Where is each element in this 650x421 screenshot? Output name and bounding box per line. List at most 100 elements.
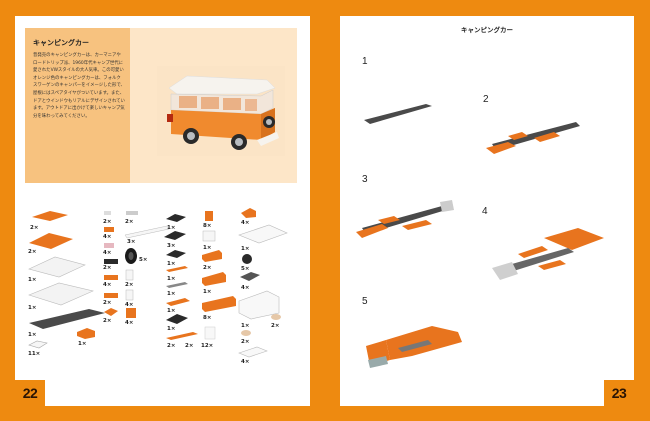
white-grille-icon bbox=[202, 230, 216, 242]
part-qty: 5× bbox=[139, 257, 148, 263]
model-title: キャンピングカー bbox=[33, 39, 89, 47]
white-plate-icon bbox=[28, 256, 86, 278]
dark-wheel-holder-icon bbox=[164, 231, 186, 240]
white-windscreen-icon bbox=[238, 290, 280, 320]
hero-panel: キャンピングカー 昔発売のキャンピングカーは、カーマニアやロードトリップ派、19… bbox=[25, 28, 297, 183]
orange-plate-icon bbox=[104, 293, 118, 298]
part-qty: 1× bbox=[167, 308, 176, 314]
part-qty: 4× bbox=[125, 302, 134, 308]
dark-plate-icon bbox=[166, 214, 186, 222]
part-qty: 1× bbox=[167, 291, 176, 297]
part-qty: 1× bbox=[167, 261, 176, 267]
part-qty: 2× bbox=[185, 343, 194, 349]
orange-brick-icon bbox=[202, 272, 226, 286]
step-5-image bbox=[366, 326, 462, 368]
part-qty: 1× bbox=[28, 277, 37, 283]
step-3-image bbox=[356, 200, 454, 238]
white-tile-icon bbox=[238, 346, 268, 358]
step-number: 4 bbox=[482, 206, 488, 217]
part-qty: 12× bbox=[201, 343, 214, 349]
part-qty: 1× bbox=[241, 246, 250, 252]
orange-plate-icon bbox=[104, 227, 114, 232]
tan-tile-icon bbox=[241, 330, 251, 336]
step-number: 1 bbox=[362, 56, 368, 67]
part-qty: 2× bbox=[103, 318, 112, 324]
orange-wedge-icon bbox=[104, 308, 118, 316]
orange-plate-icon bbox=[29, 233, 73, 249]
orange-slope-icon bbox=[241, 208, 256, 218]
step-number: 2 bbox=[483, 94, 489, 105]
step-2-image bbox=[486, 122, 580, 154]
black-plate-icon bbox=[104, 259, 118, 264]
part-qty: 1× bbox=[203, 289, 212, 295]
part-qty: 5× bbox=[241, 266, 250, 272]
part-qty: 4× bbox=[125, 320, 134, 326]
model-description: 昔発売のキャンピングカーは、カーマニアやロードトリップ派、1960年代キャンプ世… bbox=[33, 53, 125, 119]
part-qty: 2× bbox=[103, 265, 112, 271]
step-4-image bbox=[492, 228, 604, 280]
white-bracket-icon bbox=[125, 289, 134, 301]
white-windscreen-icon bbox=[238, 224, 288, 244]
part-qty: 4× bbox=[241, 220, 250, 226]
tan-tile-icon bbox=[271, 314, 281, 320]
part-qty: 2× bbox=[103, 219, 112, 225]
orange-plate-icon bbox=[166, 266, 188, 272]
orange-plate-icon bbox=[166, 298, 190, 306]
part-qty: 2× bbox=[167, 343, 176, 349]
part-qty: 1× bbox=[203, 245, 212, 251]
part-qty: 1× bbox=[78, 341, 87, 347]
orange-slope-icon bbox=[77, 328, 95, 339]
intro-text-box: キャンピングカー 昔発売のキャンピングカーは、カーマニアやロードトリップ派、19… bbox=[25, 28, 130, 183]
tire-icon bbox=[125, 248, 137, 264]
pink-plate-icon bbox=[104, 243, 114, 248]
step-1-image bbox=[364, 104, 432, 124]
gray-plate-icon bbox=[166, 282, 188, 288]
wheel-icon bbox=[242, 254, 252, 264]
orange-plate-icon bbox=[166, 332, 198, 340]
dark-plate-icon bbox=[29, 309, 105, 329]
part-qty: 2× bbox=[125, 282, 134, 288]
white-tile-icon bbox=[28, 340, 48, 349]
part-qty: 1× bbox=[167, 276, 176, 282]
step-number: 3 bbox=[362, 174, 368, 185]
part-qty: 4× bbox=[241, 285, 250, 291]
parts-list: 2× 2× 1× 1× 1× 11× 1× 2× 4× 4× 2× 4× 2× … bbox=[15, 201, 310, 381]
right-page: キャンピングカー 1 2 3 4 5 23 bbox=[340, 16, 634, 406]
part-qty: 1× bbox=[167, 225, 176, 231]
part-qty: 1× bbox=[28, 332, 37, 338]
part-qty: 4× bbox=[103, 234, 112, 240]
part-qty: 1× bbox=[241, 323, 250, 329]
dark-plate-icon bbox=[166, 314, 188, 324]
gray-plate-icon bbox=[126, 211, 138, 215]
part-qty: 2× bbox=[30, 225, 39, 231]
part-qty: 8× bbox=[203, 223, 212, 229]
orange-brick-icon bbox=[202, 250, 222, 262]
part-qty: 2× bbox=[203, 265, 212, 271]
part-qty: 2× bbox=[103, 300, 112, 306]
part-qty: 2× bbox=[125, 219, 134, 225]
page-number-left: 22 bbox=[15, 380, 45, 406]
page-header: キャンピングカー bbox=[461, 26, 513, 34]
white-plate-icon bbox=[28, 282, 94, 306]
part-qty: 3× bbox=[127, 239, 136, 245]
part-qty: 1× bbox=[28, 305, 37, 311]
part-qty: 4× bbox=[103, 250, 112, 256]
part-qty: 2× bbox=[28, 249, 37, 255]
headlight-brick-icon bbox=[240, 272, 260, 281]
orange-brick-icon bbox=[202, 296, 236, 312]
orange-brick-icon bbox=[205, 211, 213, 221]
white-bar-icon bbox=[124, 225, 170, 239]
orange-plate-icon bbox=[32, 211, 68, 221]
part-qty: 11× bbox=[28, 351, 41, 357]
part-qty: 2× bbox=[241, 339, 250, 345]
part-qty: 2× bbox=[271, 323, 280, 329]
gray-plate-icon bbox=[104, 211, 111, 215]
page-number-right: 23 bbox=[604, 380, 634, 406]
white-bracket-icon bbox=[125, 269, 134, 281]
white-window-icon bbox=[204, 326, 216, 340]
part-qty: 4× bbox=[241, 359, 250, 365]
left-page: キャンピングカー 昔発売のキャンピングカーは、カーマニアやロードトリップ派、19… bbox=[15, 16, 310, 406]
part-qty: 4× bbox=[103, 282, 112, 288]
part-qty: 3× bbox=[167, 243, 176, 249]
orange-plate-icon bbox=[104, 275, 118, 280]
